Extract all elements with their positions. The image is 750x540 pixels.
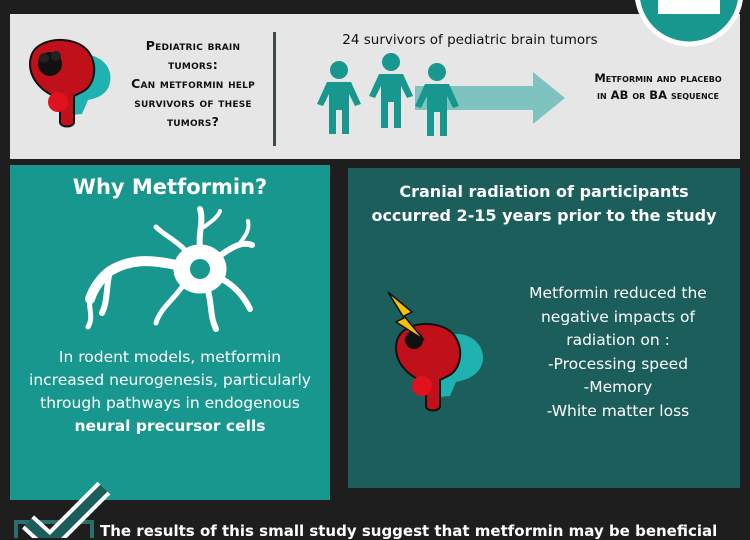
study-design-label: Metformin and placebo in AB or BA sequen… xyxy=(594,71,722,102)
effects-line: negative impacts of xyxy=(540,307,695,326)
effect-processing-speed: -Processing speed xyxy=(547,354,689,373)
effect-memory: -Memory xyxy=(583,378,653,396)
lightning-icon xyxy=(387,291,425,341)
neuron-icon xyxy=(85,206,255,332)
irradiated-brain-icon xyxy=(387,291,484,412)
participants-graphic xyxy=(317,53,565,136)
research-question: Can metformin help survivors of these tu… xyxy=(131,76,255,129)
topic-title: Pediatric brain tumors: Can metformin he… xyxy=(120,36,266,131)
logo-icon xyxy=(635,0,743,47)
radiation-heading-line2: occurred 2-15 years prior to the study xyxy=(371,206,717,225)
why-title: Why Metformin? xyxy=(72,175,268,199)
effects-line: Metformin reduced the xyxy=(529,284,707,302)
panel-divider xyxy=(273,32,276,146)
conclusion-text: The results of this small study suggest … xyxy=(100,522,718,540)
radiation-heading-line1: Cranial radiation of participants xyxy=(399,182,689,201)
neural-precursor-term: neural precursor cells xyxy=(74,417,266,435)
people-icon xyxy=(317,53,459,136)
topic-title-line2: tumors: xyxy=(168,57,218,72)
checkmark-icon xyxy=(14,482,111,538)
radiation-panel: Cranial radiation of participants occurr… xyxy=(348,168,740,488)
survivors-caption: 24 survivors of pediatric brain tumors xyxy=(342,32,598,48)
effects-line: radiation on : xyxy=(566,331,670,349)
radiation-heading: Cranial radiation of participants occurr… xyxy=(348,180,740,228)
topic-title-line1: Pediatric brain xyxy=(145,38,241,53)
rodent-findings-text: In rodent models, metformin increased ne… xyxy=(22,346,318,438)
metformin-effects: Metformin reduced the negative impacts o… xyxy=(498,282,738,423)
why-metformin-panel: Why Metformin? In rodent models, metform… xyxy=(10,165,330,500)
effect-white-matter: -White matter loss xyxy=(546,401,690,420)
brain-tumor-icon xyxy=(28,38,111,128)
rodent-findings-plain: In rodent models, metformin increased ne… xyxy=(29,348,311,412)
arrow-right-icon xyxy=(415,72,565,124)
study-overview-panel: Pediatric brain tumors: Can metformin he… xyxy=(10,0,743,159)
